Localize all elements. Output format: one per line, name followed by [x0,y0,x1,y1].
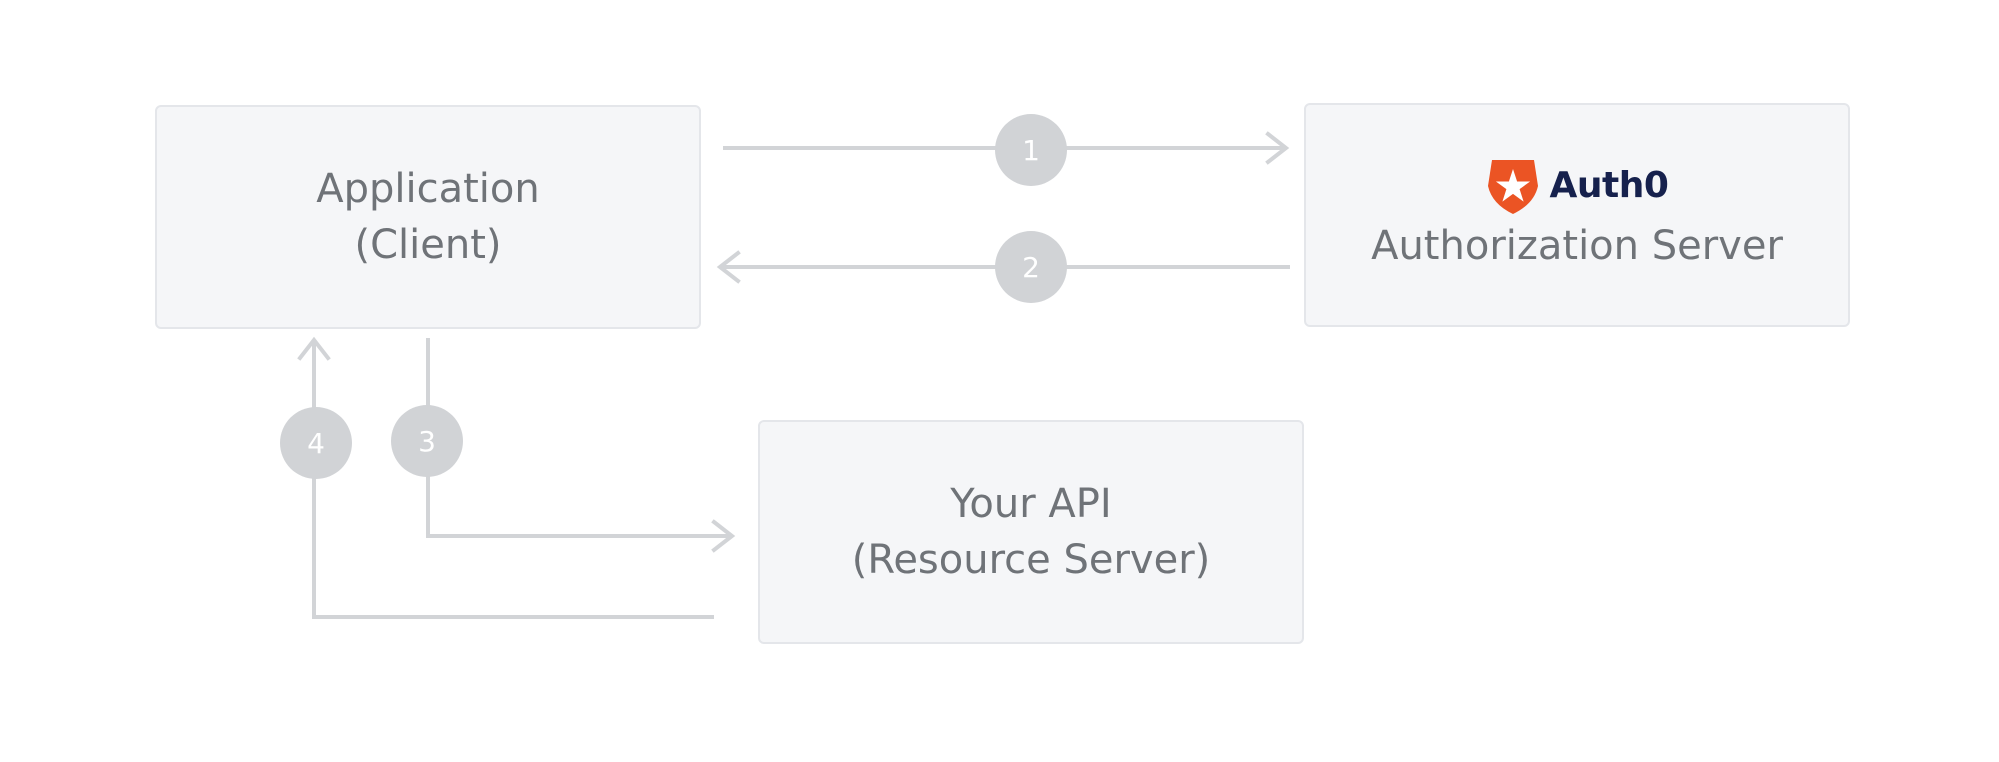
step-number: 1 [1022,134,1040,167]
step-badge-1: 1 [995,114,1067,186]
auth0-logo-icon [1487,160,1538,214]
api-title: Your API [950,481,1112,527]
brand-name: Auth0 [1549,164,1669,206]
authorization-server-box: Auth0 Authorization Server [1304,103,1850,327]
step-badge-4: 4 [280,407,352,479]
step-number: 2 [1022,251,1040,284]
api-subtitle: (Resource Server) [851,537,1211,583]
step-badge-3: 3 [391,405,463,477]
resource-server-box: Your API (Resource Server) [758,420,1304,644]
step-number: 4 [307,427,325,460]
arrow-step-4 [297,336,714,619]
step-badge-2: 2 [995,231,1067,303]
authorization-server-label: Authorization Server [1371,223,1783,269]
application-title: Application [316,166,540,212]
arrow-step-3 [426,338,736,553]
step-number: 3 [418,425,436,458]
application-client-box: Application (Client) [155,105,701,329]
brand-row: Auth0 [1486,156,1669,216]
application-subtitle: (Client) [354,222,502,268]
